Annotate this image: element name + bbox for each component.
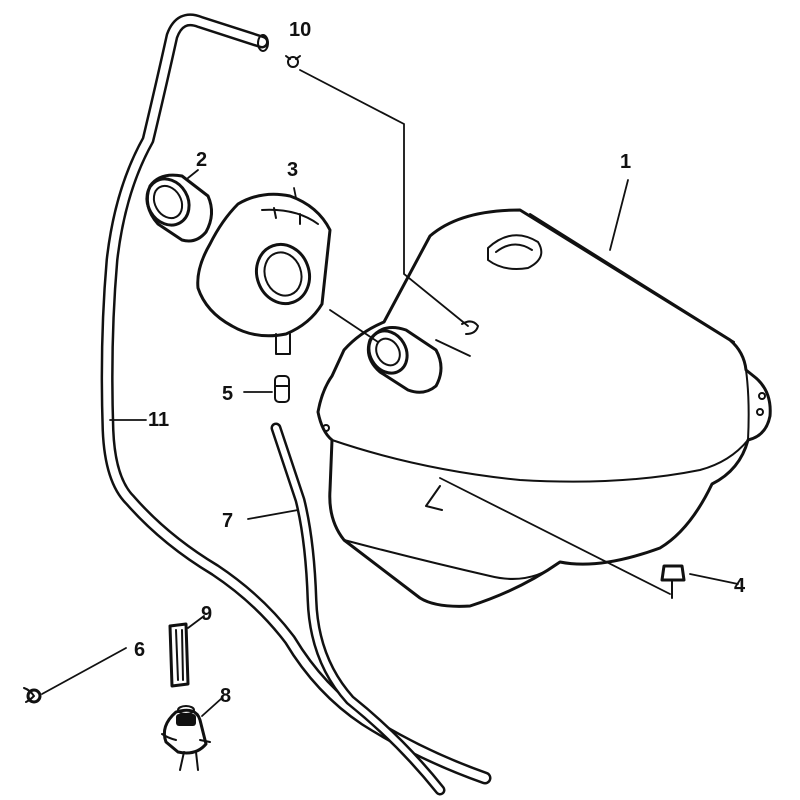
part-2-grommet — [145, 173, 213, 243]
part-3-filler-cup — [196, 192, 332, 355]
part-10-clip — [285, 55, 301, 68]
callout-5: 5 — [222, 383, 234, 405]
part-6-clip — [23, 687, 42, 704]
callout-11: 11 — [148, 409, 170, 431]
callout-4: 4 — [734, 575, 746, 597]
leader-1 — [609, 179, 629, 251]
leader-to-bolt — [439, 477, 671, 595]
part-11-vent-hose — [100, 13, 492, 785]
leader-8 — [201, 697, 223, 717]
leader-to-grommet-tab — [435, 339, 471, 357]
callout-6: 6 — [134, 639, 146, 661]
part-1-fuel-tank — [316, 208, 772, 608]
part-8-petcock — [161, 705, 211, 771]
callout-1: 1 — [620, 151, 632, 173]
part-4-bolt — [660, 564, 686, 599]
leader-4 — [689, 573, 739, 585]
leader-10 — [299, 69, 469, 327]
callout-7: 7 — [222, 510, 234, 532]
leader-lines — [41, 69, 739, 717]
callout-10: 10 — [289, 19, 312, 41]
leader-9 — [187, 615, 205, 629]
leader-3 — [293, 187, 297, 199]
leader-6 — [41, 647, 127, 695]
part-7-drain-hose — [270, 422, 446, 796]
part-5-nozzle — [274, 375, 290, 403]
callout-2: 2 — [196, 149, 208, 171]
callout-8: 8 — [220, 685, 232, 707]
tank-filler-grommet — [366, 326, 443, 394]
part-9-pin — [168, 622, 190, 688]
leader-2 — [187, 169, 199, 179]
leader-to-filler — [329, 309, 379, 343]
callout-9: 9 — [201, 603, 213, 625]
callout-3: 3 — [287, 159, 299, 181]
leader-7 — [247, 509, 299, 520]
